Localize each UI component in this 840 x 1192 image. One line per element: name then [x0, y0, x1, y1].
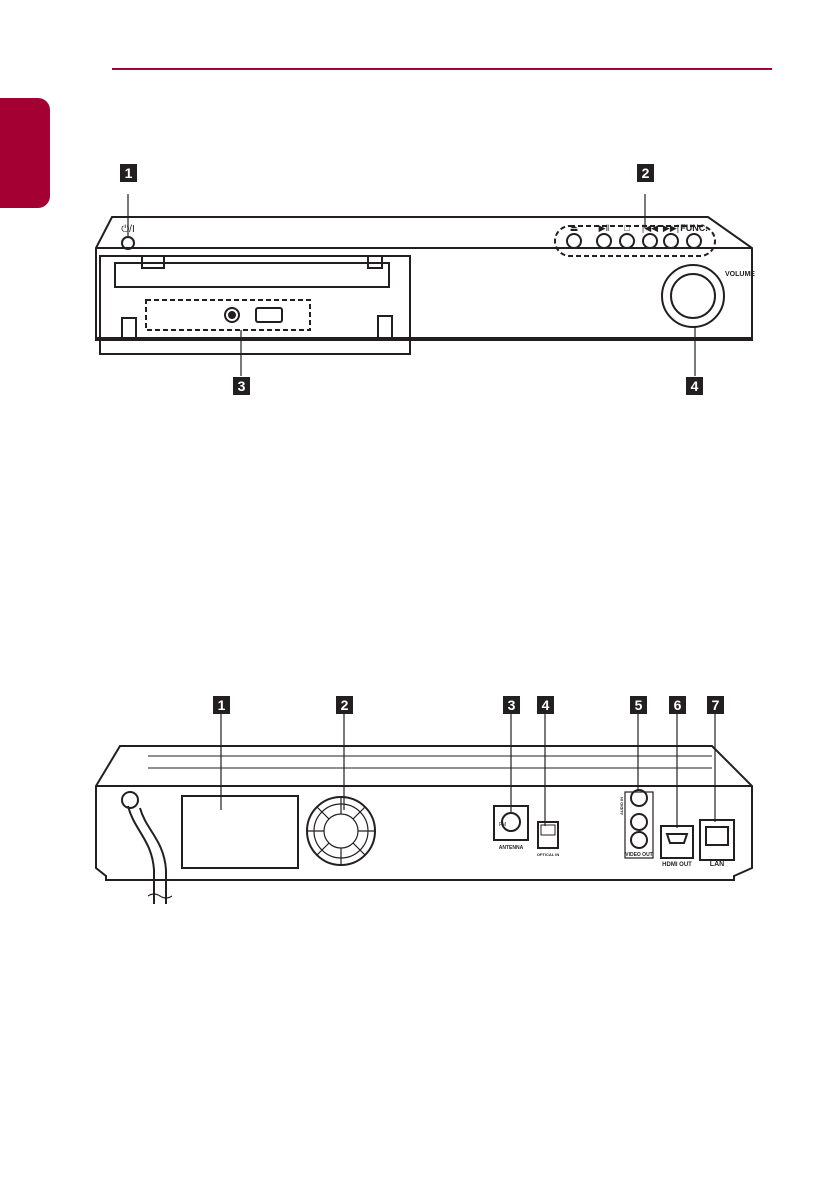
callout-1: 1	[125, 165, 133, 181]
optical-label: OPTICAL IN	[537, 852, 560, 857]
header-rule	[112, 68, 772, 70]
button-label: |◀◀	[642, 223, 658, 233]
callout-2: 2	[341, 697, 349, 713]
button-label: □	[624, 223, 630, 233]
power-label: ⏻/I	[121, 224, 134, 235]
callout-5: 5	[635, 697, 643, 713]
button-label: ▶‖	[599, 223, 610, 233]
audio-label: AUDIO IN	[619, 797, 624, 815]
button-label: ⏏	[570, 223, 579, 233]
antenna-label: ANTENNA	[499, 845, 524, 851]
callout-2: 2	[642, 165, 650, 181]
hdmi-label: HDMI OUT	[662, 862, 692, 868]
callout-1: 1	[218, 697, 226, 713]
lan-label: LAN	[710, 861, 724, 868]
callout-4: 4	[691, 378, 699, 394]
video-label: VIDEO OUT	[625, 852, 653, 858]
cooling-fan-icon	[307, 797, 375, 865]
fm-label: FM	[499, 822, 506, 828]
rear-panel-figure: FM ANTENNA OPTICAL IN AUDIO IN VIDEO OUT…	[0, 690, 840, 910]
callout-7: 7	[712, 697, 720, 713]
callout-3: 3	[238, 378, 246, 394]
usb-port-icon	[256, 308, 282, 322]
power-cord-icon	[122, 792, 138, 808]
volume-label: VOLUME	[725, 271, 755, 278]
front-door	[100, 340, 410, 354]
callout-6: 6	[674, 697, 682, 713]
callout-3: 3	[508, 697, 516, 713]
speaker-connector-area	[182, 796, 298, 868]
button-label: ▶▶|	[663, 223, 679, 233]
button-label: FUNC.	[680, 223, 708, 233]
callout-4: 4	[542, 697, 550, 713]
front-panel-figure: ⏻/I ⏏ ▶‖ □ |◀◀ ▶▶| FUNC. VOLUME 1 2 3 4	[0, 150, 840, 410]
video-out-jack-icon	[631, 814, 647, 830]
